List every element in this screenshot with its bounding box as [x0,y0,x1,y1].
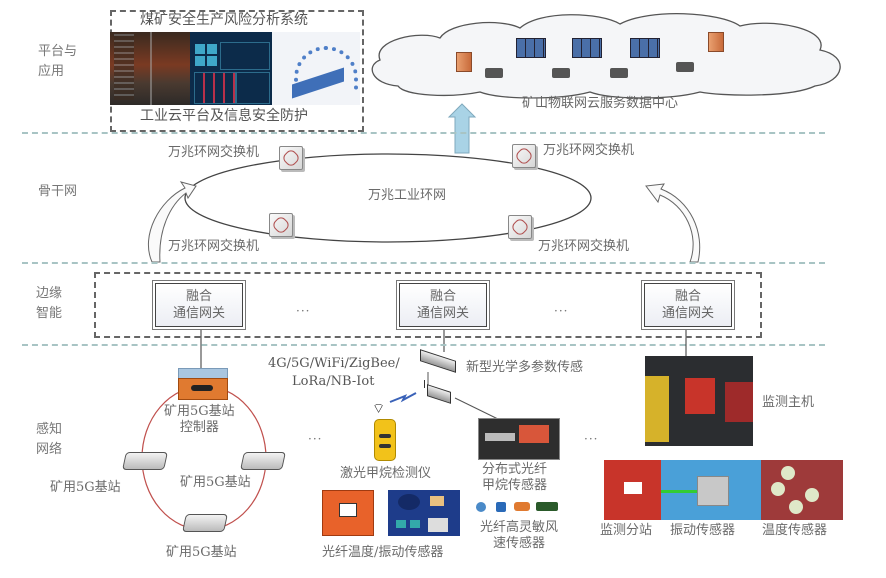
5g-controller-label: 矿用5G基站 控制器 [164,404,235,436]
monitor-substation-photo [604,460,661,520]
fusion-gateway: 融合 通信网关 [155,283,243,327]
server-rack-icon [516,38,546,58]
edge-ellipsis: ··· [554,304,569,318]
laser-methane-detector-icon [374,419,396,461]
right-curve-arrow [645,183,701,263]
dashboard-screenshot-3 [272,32,360,105]
5g-base-station-icon [240,452,286,470]
perception-ellipsis: ··· [308,432,323,446]
switch-label: 万兆环网交换机 [538,239,630,254]
separator-backbone-edge [22,262,825,264]
vibration-sensor-label: 振动传感器 [670,523,736,538]
separator-platform-backbone [22,132,825,134]
antenna-icon [424,380,425,388]
wind-sensor-icon [536,502,558,511]
layer-label-perception: 感知 网络 [36,422,63,458]
5g-controller-icon [178,378,228,400]
temperature-sensor-photo [761,460,843,520]
protocols-line2: LoRa/NB-Iot [292,374,375,389]
laser-methane-detector-label: 激光甲烷检测仪 [340,466,432,481]
perception-ellipsis: ··· [584,432,599,446]
fusion-gateway: 融合 通信网关 [644,283,732,327]
server-orange-icon [708,32,724,52]
optical-sensor-label: 新型光学多参数传感 [466,360,584,375]
wifi-signal-icon: ⌔ [372,401,386,417]
layer-label-edge: 边缘 智能 [36,286,63,322]
wind-sensor-icon [514,502,530,511]
5g-base-station-label: 矿用5G基站 [166,545,237,560]
ring-switch-icon [279,146,303,170]
left-curve-arrow [147,181,197,263]
edge-box [94,272,762,338]
router-icon [610,68,628,78]
5g-base-station-label: 矿用5G基站 [50,480,121,495]
5g-base-station-label: 矿用5G基站 [180,475,251,490]
layer-label-platform: 平台与 应用 [38,44,78,80]
edge-ellipsis: ··· [296,304,311,318]
layer-label-backbone: 骨干网 [38,184,78,199]
switch-label: 万兆环网交换机 [543,143,635,158]
vibration-sensor-photo [661,460,761,520]
server-orange-icon [456,52,472,72]
data-center-label: 矿山物联网云服务数据中心 [522,96,679,111]
industrial-ring [184,153,592,243]
wireless-bolt-icon [389,392,417,403]
fiber-temp-vibration-box-icon [322,490,374,536]
distributed-fiber-sensor-photo [478,418,560,460]
separator-edge-perception [22,344,825,346]
dashboard-screenshot-1 [110,32,190,105]
monitor-host-photo [645,356,753,446]
dashboard-screenshot-2 [190,32,272,105]
ring-switch-icon [512,144,536,168]
router-icon [676,62,694,72]
fiber-temp-vibration-photo [388,490,460,536]
server-rack-icon [630,38,660,58]
fiber-temp-vibration-label: 光纤温度/振动传感器 [322,545,444,560]
temperature-sensor-label: 温度传感器 [762,523,828,538]
switch-label: 万兆环网交换机 [168,145,260,160]
fiber-wind-sensor-label: 光纤高灵敏风 速传感器 [480,520,559,552]
fusion-gateway: 融合 通信网关 [399,283,487,327]
router-icon [552,68,570,78]
ring-switch-icon [508,215,532,239]
distributed-fiber-sensor-label: 分布式光纤 甲烷传感器 [482,462,548,494]
server-rack-icon [572,38,602,58]
protocols-line1: 4G/5G/WiFi/ZigBee/ [268,356,400,371]
5g-base-station-icon [182,514,228,532]
wind-sensor-icon [496,502,506,512]
wind-sensor-icon [476,502,486,512]
5g-base-station-icon [122,452,168,470]
monitor-substation-label: 监测分站 [600,523,653,538]
router-icon [485,68,503,78]
cloud-platform-label: 工业云平台及信息安全防护 [140,108,308,124]
monitor-host-label: 监测主机 [762,395,815,410]
switch-label: 万兆环网交换机 [168,239,260,254]
system-title: 煤矿安全生产风险分析系统 [140,12,308,28]
ring-switch-icon [269,213,293,237]
cloud-shape [371,13,841,99]
ring-label: 万兆工业环网 [368,188,447,203]
uplink-arrow [447,103,477,154]
